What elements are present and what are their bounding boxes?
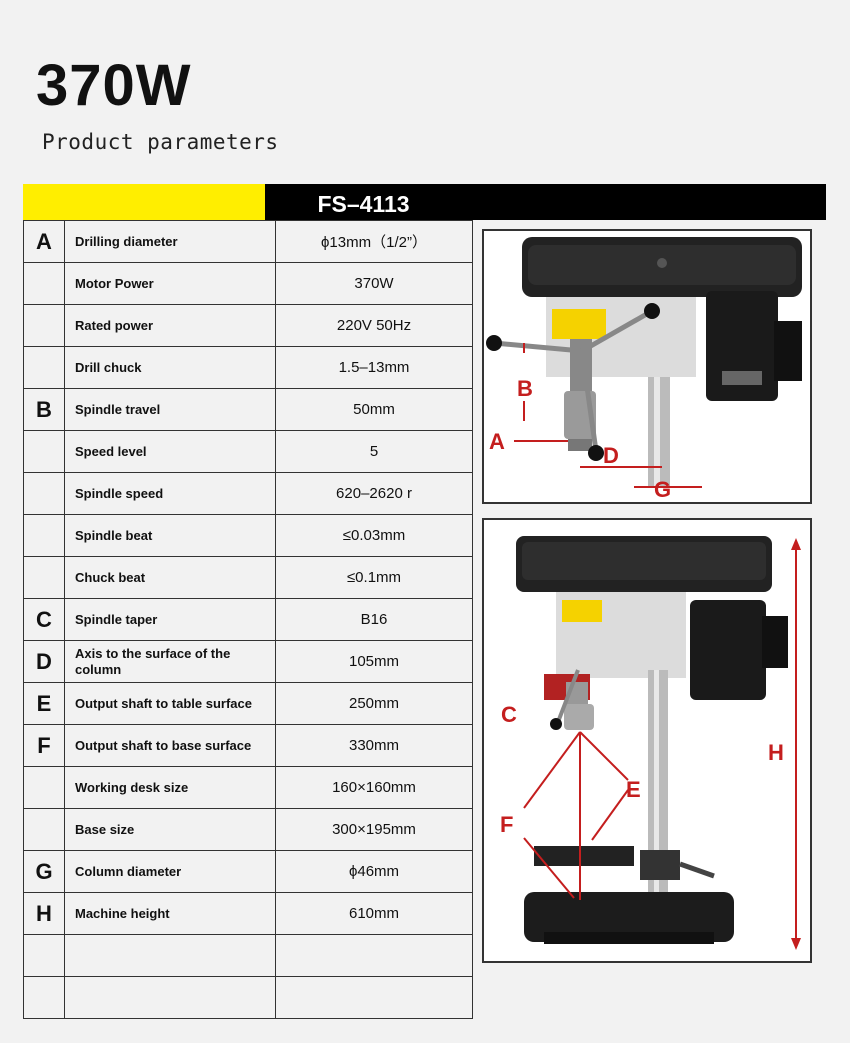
spec-name: Spindle beat bbox=[64, 514, 276, 557]
header-yellow-cell bbox=[23, 184, 265, 220]
spec-letter bbox=[23, 976, 65, 1019]
spec-value: ≤0.03mm bbox=[275, 514, 473, 557]
spec-value: B16 bbox=[275, 598, 473, 641]
spec-name: Rated power bbox=[64, 304, 276, 347]
spec-name: Motor Power bbox=[64, 262, 276, 305]
head-diagram: B A D G bbox=[482, 229, 812, 504]
spec-name: Chuck beat bbox=[64, 556, 276, 599]
spec-name: Spindle taper bbox=[64, 598, 276, 641]
spec-value: 330mm bbox=[275, 724, 473, 767]
spec-letter bbox=[23, 472, 65, 515]
spec-value: 5 bbox=[275, 430, 473, 473]
spec-value bbox=[275, 976, 473, 1019]
spec-value: 160×160mm bbox=[275, 766, 473, 809]
spec-value: 300×195mm bbox=[275, 808, 473, 851]
spec-name: Working desk size bbox=[64, 766, 276, 809]
label-b: B bbox=[517, 376, 533, 401]
spec-letter bbox=[23, 430, 65, 473]
spec-letter bbox=[23, 304, 65, 347]
spec-value: ϕ13mm（1/2”） bbox=[275, 220, 473, 263]
spec-name: Speed level bbox=[64, 430, 276, 473]
spec-row: Chuck beat≤0.1mm bbox=[23, 556, 473, 599]
spec-letter: H bbox=[23, 892, 65, 935]
machine-diagram: C E F H bbox=[482, 518, 812, 963]
label-e: E bbox=[626, 777, 641, 802]
spec-value: 50mm bbox=[275, 388, 473, 431]
spec-value: ≤0.1mm bbox=[275, 556, 473, 599]
model-name: FS–4113 bbox=[317, 191, 410, 217]
spec-value: 610mm bbox=[275, 892, 473, 935]
spec-letter: B bbox=[23, 388, 65, 431]
spec-value: 620–2620 r bbox=[275, 472, 473, 515]
spec-name: Drilling diameter bbox=[64, 220, 276, 263]
spec-name: Base size bbox=[64, 808, 276, 851]
spec-letter bbox=[23, 556, 65, 599]
spec-value: 250mm bbox=[275, 682, 473, 725]
spec-letter: C bbox=[23, 598, 65, 641]
spec-name: Axis to the surface of the column bbox=[64, 640, 276, 683]
spec-name bbox=[64, 934, 276, 977]
spec-name bbox=[64, 976, 276, 1019]
label-f: F bbox=[500, 812, 514, 837]
spec-letter bbox=[23, 514, 65, 557]
spec-letter: G bbox=[23, 850, 65, 893]
spec-name: Column diameter bbox=[64, 850, 276, 893]
page-subtitle: Product parameters bbox=[42, 130, 279, 154]
label-d: D bbox=[603, 443, 619, 468]
spec-letter: D bbox=[23, 640, 65, 683]
spec-letter bbox=[23, 766, 65, 809]
page-title: 370W bbox=[36, 53, 192, 118]
spec-letter: A bbox=[23, 220, 65, 263]
spec-value: 105mm bbox=[275, 640, 473, 683]
spec-name: Spindle travel bbox=[64, 388, 276, 431]
spec-name: Spindle speed bbox=[64, 472, 276, 515]
spec-letter bbox=[23, 346, 65, 389]
header-black-bar bbox=[265, 184, 826, 220]
spec-letter: E bbox=[23, 682, 65, 725]
spec-row: Spindle beat≤0.03mm bbox=[23, 514, 473, 557]
label-c: C bbox=[501, 702, 517, 727]
spec-name: Output shaft to table surface bbox=[64, 682, 276, 725]
spec-row bbox=[23, 976, 473, 1019]
spec-name: Machine height bbox=[64, 892, 276, 935]
spec-name: Drill chuck bbox=[64, 346, 276, 389]
spec-value: 1.5–13mm bbox=[275, 346, 473, 389]
label-g: G bbox=[654, 477, 672, 502]
label-a: A bbox=[489, 429, 505, 454]
spec-letter bbox=[23, 808, 65, 851]
drill-head-illustration bbox=[484, 231, 810, 502]
drill-press-illustration bbox=[484, 520, 810, 961]
spec-value: 220V 50Hz bbox=[275, 304, 473, 347]
spec-value: 370W bbox=[275, 262, 473, 305]
spec-row bbox=[23, 934, 473, 977]
spec-letter: F bbox=[23, 724, 65, 767]
spec-value: ϕ46mm bbox=[275, 850, 473, 893]
label-h: H bbox=[768, 740, 784, 765]
spec-value bbox=[275, 934, 473, 977]
spec-letter bbox=[23, 262, 65, 305]
spec-name: Output shaft to base surface bbox=[64, 724, 276, 767]
spec-letter bbox=[23, 934, 65, 977]
